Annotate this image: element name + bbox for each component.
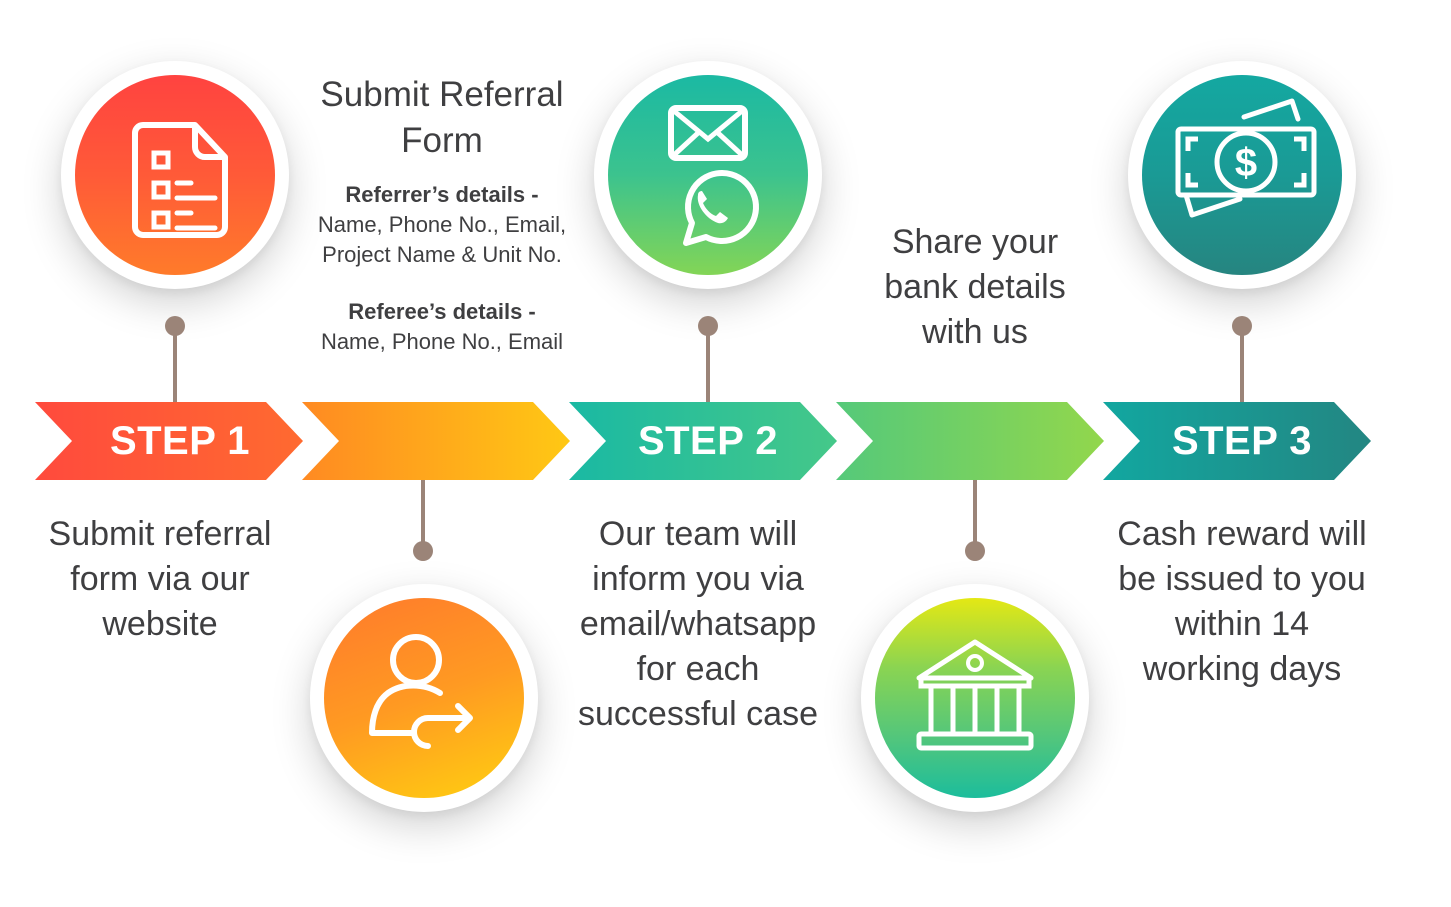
description-line: inform you via [592,560,804,598]
description-line: with us [922,313,1028,351]
description-line: successful case [578,695,818,733]
description-line: be issued to you [1118,560,1366,598]
bank-icon-circle [861,584,1089,812]
description-line: website [102,605,218,643]
form-icon-circle [61,61,289,289]
description-line: for each [636,650,760,688]
connector-line [706,326,710,402]
description-line: form via our [70,560,250,598]
description-line: Our team will [598,515,798,553]
description-line: email/whatsapp [579,605,817,643]
bank-description: Share your bank details with us [830,220,1120,355]
description-line: Submit referral [48,515,272,553]
description-line: bank details [884,268,1066,306]
title-text: Submit Referral Form [320,75,564,160]
envelope-icon [668,105,748,161]
email-whatsapp-icon [668,105,759,246]
step-1-description: Submit referral form via our website [20,512,300,647]
step-2-arrow [569,402,837,480]
step-3-description: Cash reward will be issued to you within… [1092,512,1392,692]
step-3-arrow [1103,402,1371,480]
referee-line: Name, Phone No., Email [320,329,564,354]
connector-line [173,326,177,402]
connector-dot [413,541,433,561]
steps-timeline: STEP 1 STEP 2 STEP 3 [0,400,1451,482]
description-line: Cash reward will [1117,515,1367,553]
form-document-icon [132,122,228,238]
bank-icon [916,639,1034,751]
connector-arrow-1 [302,402,570,480]
step-2-label: STEP 2 [637,419,779,463]
referral-icon-circle [310,584,538,812]
page-title: Submit Referral Form [282,72,602,164]
cash-icon-circle: $ [1128,61,1356,289]
whatsapp-icon [683,170,759,246]
contact-icon-circle [594,61,822,289]
svg-text:$: $ [1235,141,1257,185]
connector-line [421,480,425,550]
step-3-label: STEP 3 [1171,419,1313,463]
step-1-label: STEP 1 [109,419,251,463]
step-2-description: Our team will inform you via email/whats… [548,512,848,737]
referrer-line: Name, Phone No., Email, [317,212,567,237]
referrer-details: Referrer’s details - Name, Phone No., Em… [282,180,602,270]
description-line: Share your [891,223,1059,261]
referee-details: Referee’s details - Name, Phone No., Ema… [282,297,602,357]
timeline-arrows [35,402,1371,480]
connector-arrow-2 [836,402,1104,480]
connector-line [973,480,977,550]
user-share-icon [369,634,473,749]
cash-money-icon: $ [1175,98,1317,218]
description-line: working days [1142,650,1342,688]
connector-dot [965,541,985,561]
referee-heading: Referee’s details - [348,299,536,324]
connector-line [1240,326,1244,402]
step-1-arrow [35,402,303,480]
description-line: within 14 [1174,605,1310,643]
referrer-line: Project Name & Unit No. [322,242,562,267]
referrer-heading: Referrer’s details - [345,182,539,207]
